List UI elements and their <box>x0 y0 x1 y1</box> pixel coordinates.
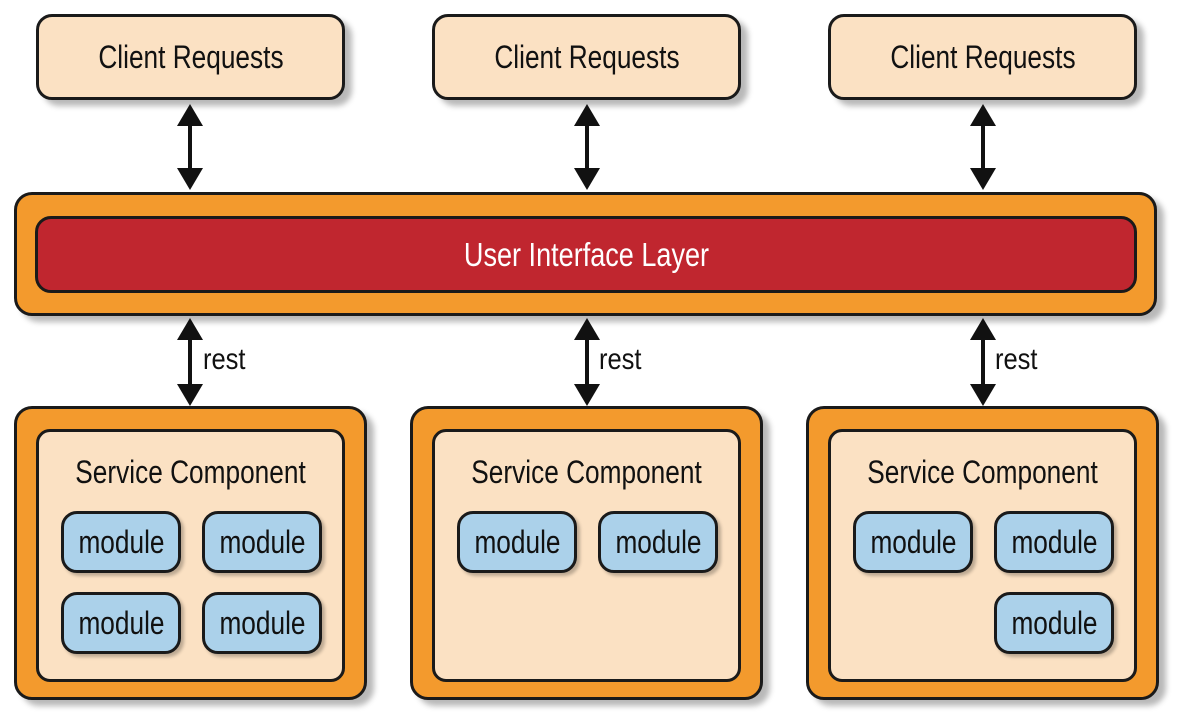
service-component-frame-1: Service Component module module module m… <box>14 406 367 700</box>
client-requests-label: Client Requests <box>493 38 680 75</box>
client-requests-box-3: Client Requests <box>828 14 1137 100</box>
service-component-title: Service Component <box>471 454 702 490</box>
module-box: module <box>61 511 181 573</box>
service-component-title: Service Component <box>867 454 1098 490</box>
user-interface-layer: User Interface Layer <box>35 216 1137 293</box>
rest-label: rest <box>203 343 246 376</box>
module-box: module <box>994 592 1114 654</box>
module-box: module <box>853 511 973 573</box>
client-requests-box-1: Client Requests <box>36 14 345 100</box>
module-box: module <box>202 592 322 654</box>
module-box: module <box>598 511 718 573</box>
module-box: module <box>994 511 1114 573</box>
double-arrow-ui-service-1 <box>177 318 203 406</box>
double-arrow-client-ui-3 <box>970 104 996 190</box>
service-component-title: Service Component <box>75 454 306 490</box>
rest-label: rest <box>995 343 1038 376</box>
service-component-frame-3: Service Component module module module <box>806 406 1159 700</box>
double-arrow-client-ui-1 <box>177 104 203 190</box>
client-requests-box-2: Client Requests <box>432 14 741 100</box>
module-box: module <box>457 511 577 573</box>
service-component-1: Service Component module module module m… <box>36 429 345 682</box>
double-arrow-ui-service-3 <box>970 318 996 406</box>
service-component-frame-2: Service Component module module <box>410 406 763 700</box>
service-component-3: Service Component module module module <box>828 429 1137 682</box>
rest-label: rest <box>599 343 642 376</box>
double-arrow-client-ui-2 <box>574 104 600 190</box>
module-box: module <box>61 592 181 654</box>
client-requests-label: Client Requests <box>97 38 284 75</box>
user-interface-layer-label: User Interface Layer <box>463 235 709 273</box>
module-box: module <box>202 511 322 573</box>
service-component-2: Service Component module module <box>432 429 741 682</box>
client-requests-label: Client Requests <box>889 38 1076 75</box>
double-arrow-ui-service-2 <box>574 318 600 406</box>
